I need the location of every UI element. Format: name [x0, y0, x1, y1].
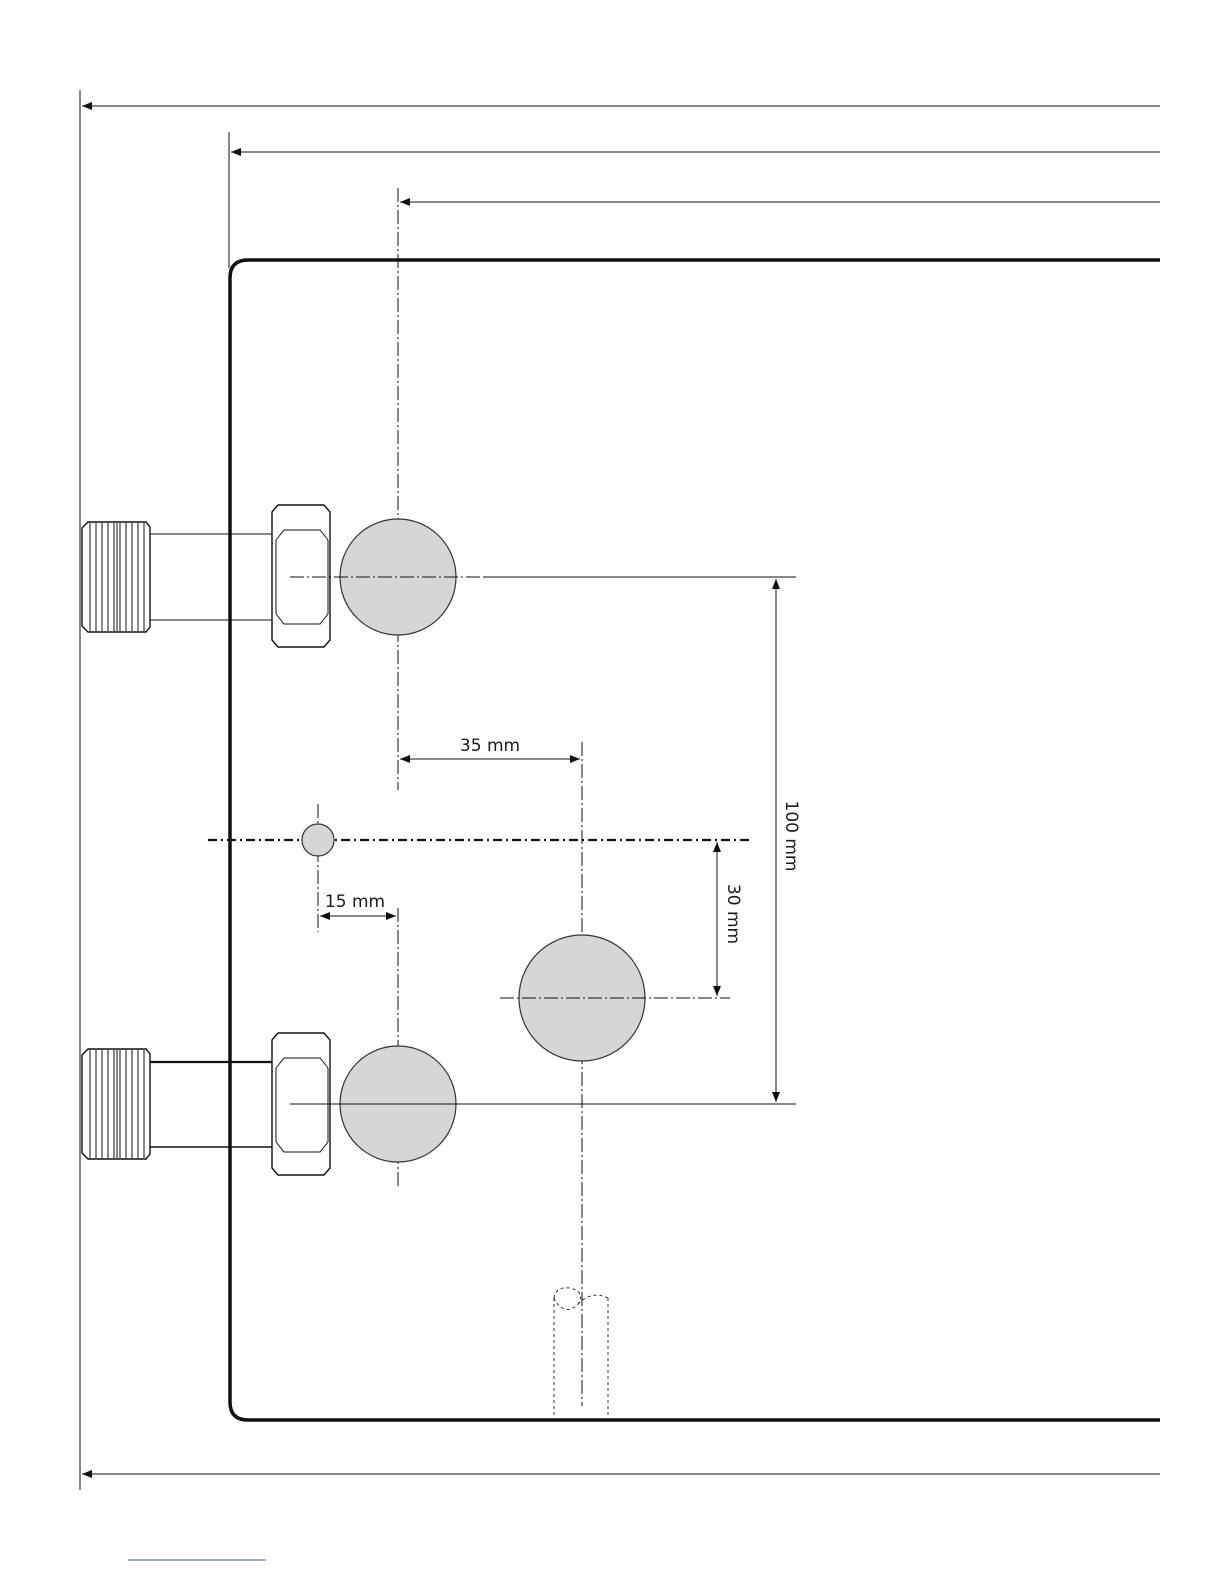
- dimension-30-label: 30 mm: [723, 884, 743, 944]
- lower-knurled-nut: [82, 1049, 150, 1159]
- dimension-15-label: 15 mm: [325, 892, 385, 912]
- dimension-35-label: 35 mm: [460, 736, 520, 756]
- small-fixing-hole: [302, 824, 334, 856]
- top-extension-lines: [80, 90, 1160, 1490]
- upper-valve-fitting: [82, 505, 330, 647]
- upper-hex-nut: [272, 505, 330, 647]
- radiator-panel-outline: [230, 260, 1160, 1420]
- hidden-pipe: [554, 1288, 608, 1418]
- upper-knurled-nut: [82, 522, 150, 632]
- large-center-hole: [519, 935, 645, 1061]
- dimension-100-label: 100 mm: [781, 801, 801, 872]
